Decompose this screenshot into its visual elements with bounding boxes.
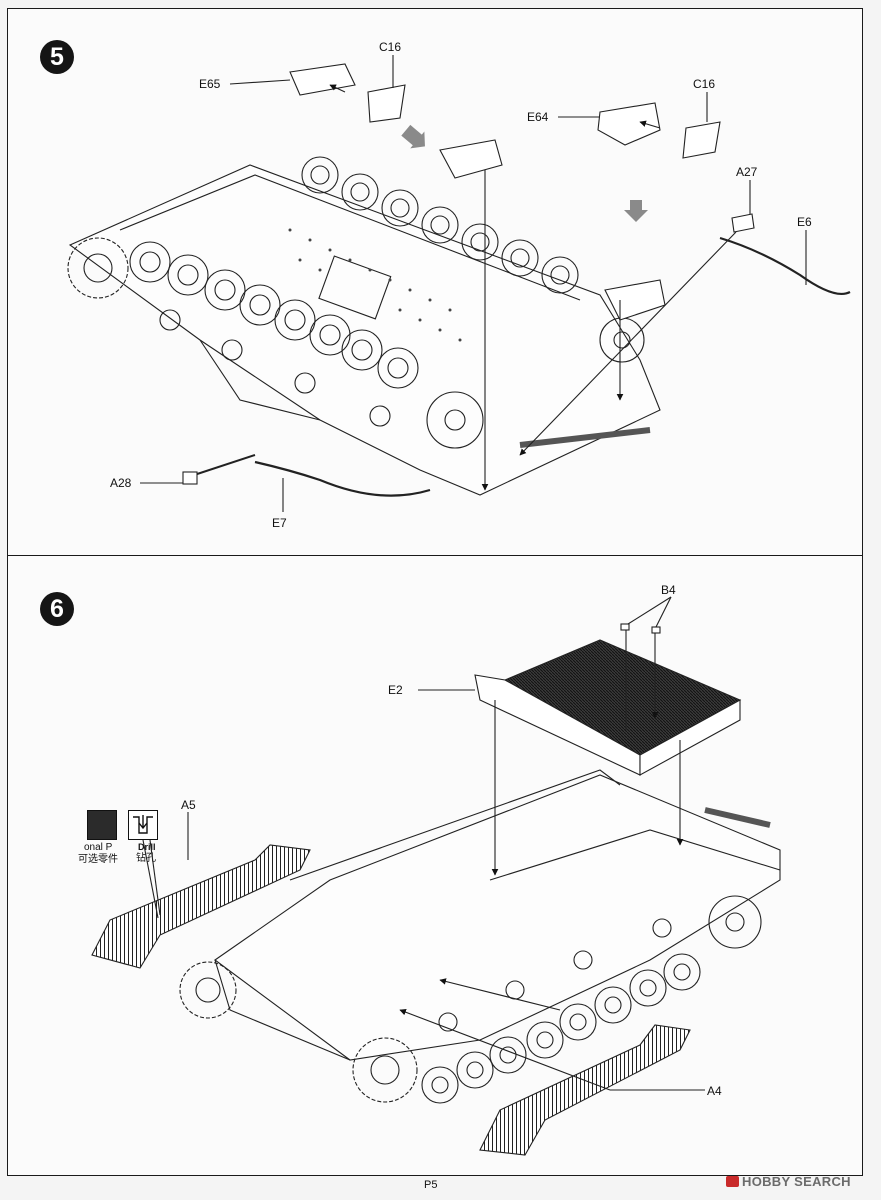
shop-logo-icon [726, 1176, 739, 1187]
callout-a4: A4 [707, 1084, 722, 1098]
callout-e2: E2 [388, 683, 403, 697]
callout-c16-right: C16 [693, 77, 716, 91]
drill-swatch [128, 810, 158, 840]
callout-e6: E6 [797, 215, 812, 229]
assembly-direction-arrow [624, 200, 648, 222]
callout-a27: A27 [736, 165, 758, 179]
callout-c16-left: C16 [379, 40, 402, 54]
watermark-text: HOBBY SEARCH [742, 1174, 851, 1189]
watermark: HOBBY SEARCH [726, 1174, 851, 1189]
callout-a28: A28 [110, 476, 132, 490]
callout-e65: E65 [199, 77, 221, 91]
page-number: P5 [424, 1179, 438, 1191]
optional-part-swatch [87, 810, 117, 840]
step-5-art [67, 55, 851, 512]
callout-e7: E7 [272, 516, 287, 530]
callout-b4: B4 [661, 583, 676, 597]
callout-e64: E64 [527, 110, 549, 124]
assembly-direction-arrow [401, 124, 425, 149]
optional-part-label-cn: 可选零件 [78, 854, 118, 865]
drill-icon [133, 815, 153, 834]
callout-a5: A5 [181, 798, 196, 812]
step-6-badge: 6 [40, 592, 74, 626]
step-6-art [91, 596, 781, 1156]
drill-label-en: Drill [138, 842, 156, 852]
step-5-badge: 5 [40, 40, 74, 74]
step-divider [8, 555, 862, 556]
optional-part-label-en: onal P [84, 842, 113, 853]
